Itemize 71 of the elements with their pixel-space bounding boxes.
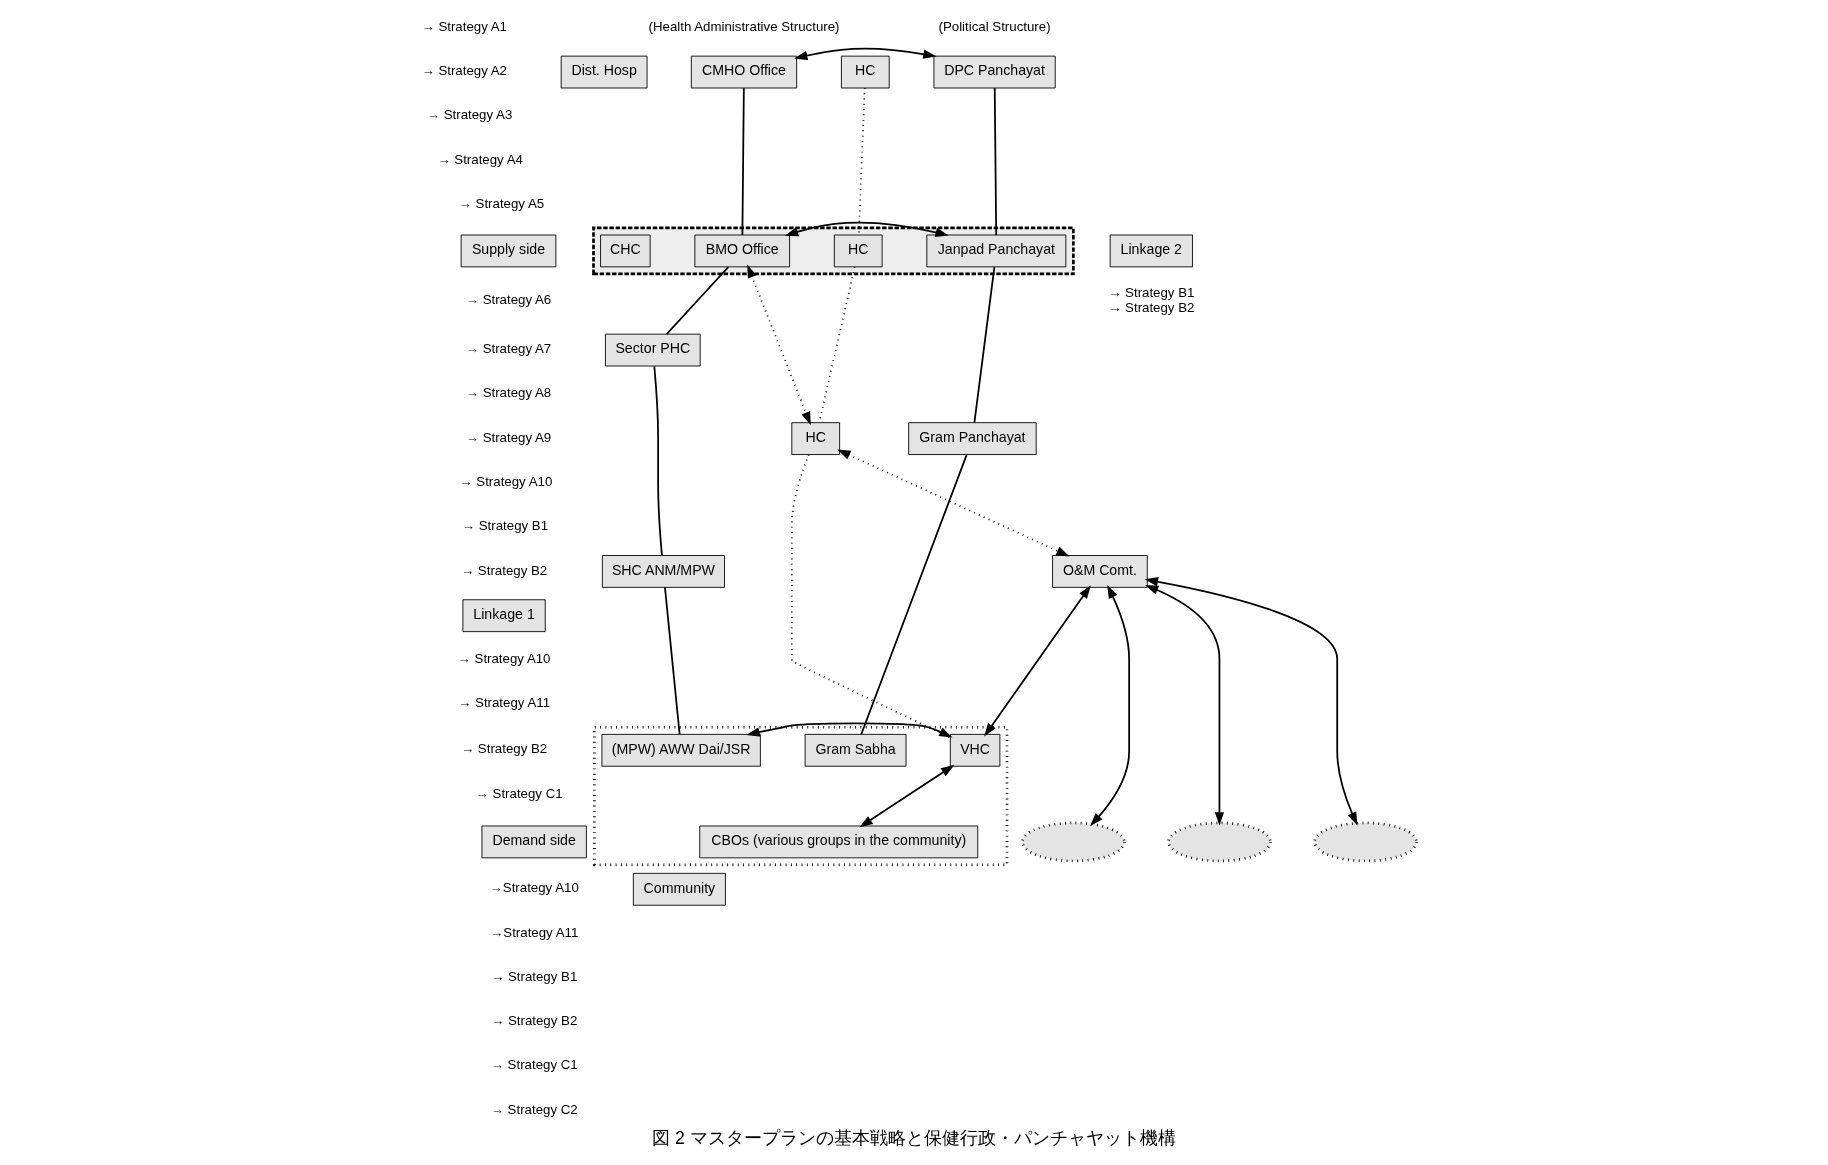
- label: → Strategy B2: [460, 741, 548, 757]
- node-box: VHC: [949, 733, 1001, 767]
- connector: [664, 586, 681, 736]
- label: → Strategy C1: [475, 785, 563, 801]
- arrow: [794, 47, 937, 61]
- label: → Strategy B2: [460, 562, 548, 578]
- node-box: CHC: [600, 234, 651, 268]
- node-box: HC: [791, 422, 841, 455]
- node-box: O&M Comt.: [1052, 555, 1148, 588]
- connector: [741, 87, 745, 236]
- arrow: [859, 764, 955, 828]
- label: → Strategy A2: [421, 63, 507, 79]
- node-box: Janpad Panchayat: [926, 234, 1067, 268]
- label: → Strategy C1: [490, 1057, 578, 1073]
- node-box: HC: [833, 234, 883, 268]
- node-label: → Strategy B1: [1108, 284, 1195, 300]
- connector: [818, 266, 856, 424]
- node-box: HC: [840, 55, 890, 89]
- connector: [860, 454, 968, 736]
- node-box: BMO Office: [694, 234, 791, 268]
- label: → Strategy A1: [421, 18, 507, 34]
- label: → Strategy B2: [491, 1013, 578, 1029]
- node-box: Sector PHC: [605, 333, 701, 367]
- label: → Strategy A11: [458, 695, 551, 711]
- node-box: (MPW) AWW Dai/JSR: [601, 733, 761, 767]
- label: → Strategy A10: [459, 473, 553, 489]
- label: → Strategy A5: [458, 195, 545, 211]
- label: → Strategy A4: [437, 151, 523, 167]
- node-ellipse: [1313, 821, 1418, 863]
- label: → Strategy A3: [426, 107, 513, 123]
- arrow: [1090, 585, 1131, 826]
- arrow: [984, 585, 1091, 737]
- caption: 図 2 マスタープランの基本戦略と保健行政・パンチャヤット機構: [652, 1128, 1176, 1149]
- label: → Strategy A10: [457, 651, 551, 667]
- node-box: Gram Sabha: [804, 733, 907, 767]
- arrow: [1145, 585, 1225, 826]
- node-box: Linkage 2: [1109, 234, 1193, 268]
- node-label: → Strategy B2: [1108, 300, 1195, 316]
- arrow: [746, 722, 953, 738]
- arrow: [747, 264, 811, 426]
- node-box: DPC Panchayat: [933, 55, 1056, 89]
- connector: [790, 453, 951, 739]
- node-box: Gram Panchayat: [908, 422, 1037, 455]
- connector: [665, 266, 730, 335]
- connector: [973, 266, 996, 424]
- node-box: Dist. Hosp: [560, 55, 648, 89]
- label: →Strategy A10: [489, 880, 579, 896]
- node-box: CBOs (various groups in the community): [699, 825, 979, 859]
- node-box: Linkage 1: [462, 599, 546, 633]
- node-ellipse: [1167, 821, 1272, 863]
- label: (Political Structure): [938, 18, 1051, 34]
- node-box: CMHO Office: [690, 55, 798, 89]
- connector: [993, 87, 998, 236]
- label: → Strategy B1: [491, 968, 578, 984]
- label: → Strategy A7: [465, 341, 552, 357]
- node-box: Demand side: [481, 825, 587, 859]
- label: →Strategy A11: [490, 924, 579, 940]
- label: → Strategy A6: [465, 292, 552, 308]
- label: → Strategy A8: [465, 385, 552, 401]
- arrow: [784, 221, 949, 237]
- node-box: SHC ANM/MPW: [601, 555, 725, 588]
- connector: [653, 365, 663, 557]
- label: → Strategy B1: [461, 518, 549, 534]
- node-ellipse: [1021, 821, 1126, 863]
- arrow: [1144, 577, 1358, 826]
- label: → Strategy A9: [465, 429, 552, 445]
- label: → Strategy C2: [490, 1101, 578, 1117]
- node-box: Community: [632, 872, 726, 906]
- label: (Health Administrative Structure): [648, 18, 840, 34]
- node-box: Supply side: [460, 234, 557, 268]
- arrow: [837, 449, 1070, 557]
